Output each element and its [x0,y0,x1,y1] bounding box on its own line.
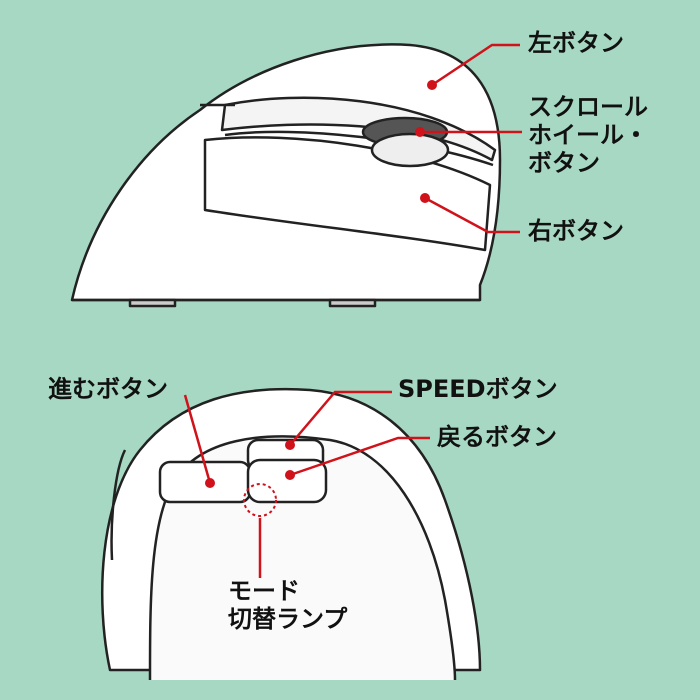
label-mode-line2: 切替ランプ [228,605,348,633]
right-button-dot [420,193,430,203]
speed-button-dot [285,440,295,450]
mouse-side-view [101,387,482,681]
leader-dots [205,80,437,488]
label-scroll-line1: スクロール [528,93,648,121]
label-back-button: 戻るボタン [437,423,557,451]
label-forward-button: 進むボタン [48,375,168,403]
label-left-button: 左ボタン [528,29,624,57]
label-scroll-line2: ホイール・ [528,121,648,149]
leader-lines [183,43,522,578]
label-right-button: 右ボタン [528,217,624,245]
scroll-wheel-dot [415,127,425,137]
mouse-front-view [70,43,502,308]
label-speed-button: SPEEDボタン [398,375,558,403]
label-scroll-line3: ボタン [528,149,600,177]
left-button-dot [427,80,437,90]
label-mode-line1: モード [228,577,300,605]
back-button-dot [285,470,295,480]
forward-button-dot [205,478,215,488]
